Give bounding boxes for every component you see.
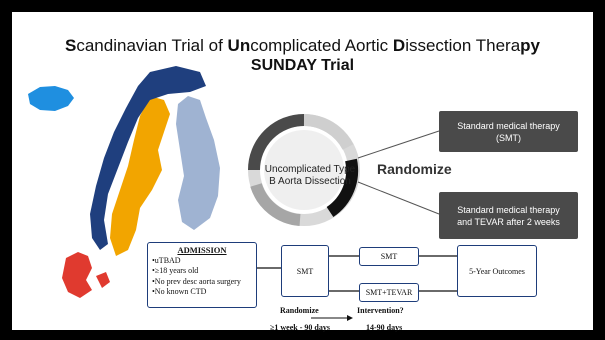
- admission-header: ADMISSION: [177, 245, 227, 255]
- title-part: py: [520, 36, 540, 55]
- title-part: Un: [227, 36, 251, 55]
- smt-box: SMT: [281, 245, 329, 297]
- tevar-arm-text: Standard medical therapy and TEVAR after…: [457, 204, 560, 227]
- ring-center-label: Uncomplicated Type B Aorta Dissection: [264, 164, 356, 187]
- title-part: candinavian Trial of: [76, 36, 228, 55]
- page-subtitle: SUNDAY Trial: [250, 57, 355, 74]
- admission-box: ADMISSION •uTBAD •≥18 years old •No prev…: [147, 242, 257, 308]
- randomize-label: Randomize: [377, 161, 452, 177]
- ring-center: [264, 130, 344, 210]
- randomize-caption: Randomize: [280, 306, 319, 315]
- title-part: issection Thera: [405, 36, 521, 55]
- smt-arm-flow-box: SMT: [359, 247, 419, 266]
- smt-arm-text: Standard medical therapy (SMT): [457, 120, 560, 143]
- denmark-island: [96, 272, 110, 288]
- intervention-window: 14-90 days: [366, 323, 403, 332]
- sweden-shape: [110, 96, 170, 256]
- tevar-arm-box: Standard medical therapy and TEVAR after…: [439, 192, 578, 239]
- title-part: complicated Aortic: [250, 36, 393, 55]
- admission-item: •uTBAD: [152, 255, 181, 265]
- ring-black-segment: [326, 158, 359, 217]
- ring-dark-segment: [248, 114, 305, 171]
- ring-light-segment: [303, 114, 354, 150]
- admission-item: •No prev desc aorta surgery: [152, 276, 241, 286]
- norway-shape: [90, 66, 206, 250]
- outcomes-box: 5-Year Outcomes: [457, 245, 537, 297]
- admission-item: •≥18 years old: [152, 266, 199, 275]
- admission-item: •No known CTD: [152, 287, 207, 296]
- smt-tevar-flow-box: SMT+TEVAR: [359, 283, 419, 302]
- title-part: S: [65, 36, 77, 55]
- finland-shape: [176, 96, 220, 230]
- ring-chart: [248, 114, 360, 226]
- ring-gray-segment: [250, 182, 301, 226]
- page-title: Scandinavian Trial of Uncomplicated Aort…: [0, 36, 605, 56]
- title-part: D: [392, 36, 406, 55]
- connector-smt: [357, 130, 440, 159]
- denmark-shape: [62, 252, 92, 298]
- arrow-head: [347, 315, 353, 321]
- smt-arm-box: Standard medical therapy (SMT): [439, 111, 578, 152]
- randomize-window: ≥1 week - 90 days: [270, 323, 330, 332]
- iceland-shape: [28, 86, 74, 111]
- connector-tevar: [357, 181, 440, 215]
- intervention-caption: Intervention?: [357, 306, 404, 315]
